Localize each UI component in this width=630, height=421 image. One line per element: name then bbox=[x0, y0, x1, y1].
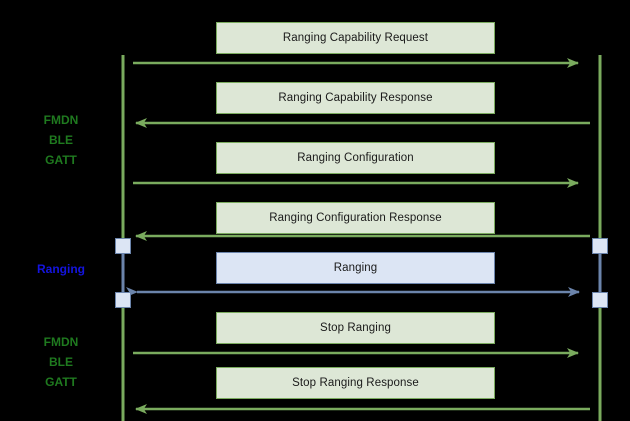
message-box-stop-ranging-response: Stop Ranging Response bbox=[216, 367, 495, 399]
activation-box-right-start bbox=[592, 238, 608, 254]
activation-box-right-end bbox=[592, 292, 608, 308]
phase-label-line: Ranging bbox=[37, 262, 85, 276]
phase-label-ranging: Ranging bbox=[20, 259, 102, 279]
phase-label-line: BLE bbox=[49, 133, 73, 147]
phase-label-line: GATT bbox=[45, 153, 77, 167]
phase-label-line: BLE bbox=[49, 355, 73, 369]
phase-label-line: GATT bbox=[45, 375, 77, 389]
message-box-ranging: Ranging bbox=[216, 252, 495, 284]
message-box-ranging-capability-response: Ranging Capability Response bbox=[216, 82, 495, 114]
phase-label-fmdn-ble-gatt-top: FMDN BLE GATT bbox=[20, 110, 102, 170]
activation-box-left-start bbox=[115, 238, 131, 254]
phase-label-fmdn-ble-gatt-bottom: FMDN BLE GATT bbox=[20, 332, 102, 392]
activation-box-left-end bbox=[115, 292, 131, 308]
message-box-ranging-configuration: Ranging Configuration bbox=[216, 142, 495, 174]
phase-label-line: FMDN bbox=[43, 335, 79, 349]
message-box-stop-ranging: Stop Ranging bbox=[216, 312, 495, 344]
message-box-ranging-configuration-response: Ranging Configuration Response bbox=[216, 202, 495, 234]
message-box-ranging-capability-request: Ranging Capability Request bbox=[216, 22, 495, 54]
phase-label-line: FMDN bbox=[43, 113, 79, 127]
